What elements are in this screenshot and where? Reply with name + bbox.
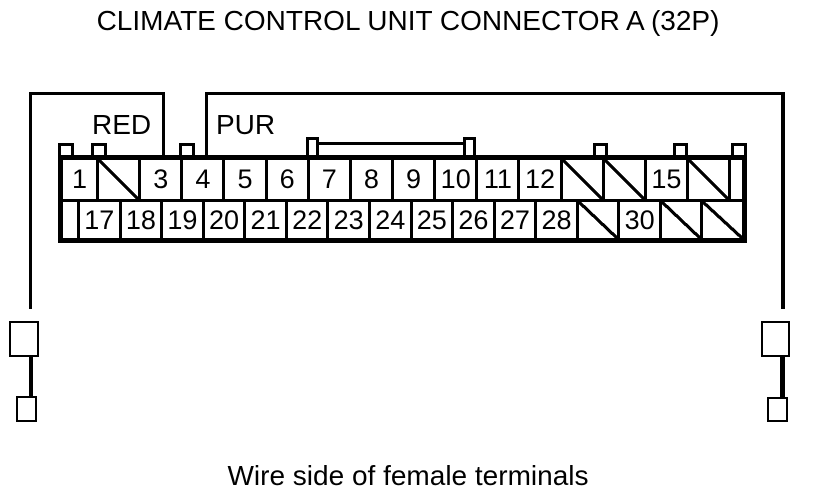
right-wire-connector-box (761, 321, 790, 357)
left-wire-connector-box (9, 321, 39, 357)
pin-cell-17: 17 (77, 202, 119, 238)
pin-cell-12: 12 (517, 160, 560, 199)
blocked-pin-cell (601, 160, 644, 199)
right-wire-end-terminal (767, 397, 788, 422)
pin-cell-8: 8 (348, 160, 391, 199)
connector-tab (91, 143, 107, 155)
pin-cell-15: 15 (643, 160, 686, 199)
left-wire-stub (29, 355, 33, 398)
pur-callout-drop-line (205, 92, 208, 158)
connector-latch-post-right (463, 137, 476, 155)
blocked-pin-cell (96, 160, 139, 199)
diagram-caption: Wire side of female terminals (227, 460, 589, 491)
pin-cell-22: 22 (284, 202, 327, 238)
pin-cell-19: 19 (160, 202, 202, 238)
connector-corner-tab-right (731, 143, 747, 155)
blocked-pin-cell (658, 202, 701, 238)
blank-cell (728, 160, 743, 199)
pin-cell-25: 25 (409, 202, 452, 238)
page-title: CLIMATE CONTROL UNIT CONNECTOR A (32P) (96, 5, 720, 36)
pur-callout-top-line (205, 92, 785, 95)
pin-cell-28: 28 (534, 202, 576, 238)
connector-tab (673, 143, 688, 155)
right-wire-stub (780, 355, 785, 399)
pin-cell-30: 30 (617, 202, 659, 238)
blocked-pin-cell (559, 160, 602, 199)
blank-cell (63, 202, 77, 238)
blocked-pin-cell (685, 160, 729, 199)
pur-wire-label: PUR (216, 109, 276, 140)
pin-cell-21: 21 (243, 202, 285, 238)
connector-corner-tab-left (58, 143, 74, 155)
connector-tab (179, 143, 195, 155)
pin-cell-5: 5 (222, 160, 265, 199)
pin-cell-20: 20 (201, 202, 244, 238)
left-wire-end-terminal (16, 396, 37, 422)
blocked-pin-cell (700, 202, 742, 238)
connector-latch-bar (314, 142, 471, 155)
red-wire-label: RED (92, 109, 152, 140)
pin-cell-11: 11 (475, 160, 518, 199)
pin-cell-27: 27 (492, 202, 535, 238)
right-wire-line (781, 92, 785, 309)
pin-cell-24: 24 (367, 202, 410, 238)
connector-tab (593, 143, 608, 155)
pin-cell-3: 3 (138, 160, 181, 199)
pin-cell-26: 26 (451, 202, 493, 238)
connector-latch-post-left (306, 137, 319, 155)
red-callout-drop-line (162, 92, 165, 158)
pin-cell-7: 7 (306, 160, 349, 199)
left-wire-line (29, 92, 32, 309)
pin-cell-10: 10 (433, 160, 476, 199)
pin-cell-6: 6 (264, 160, 307, 199)
pin-cell-4: 4 (180, 160, 223, 199)
red-callout-top-line (30, 92, 165, 95)
blocked-pin-cell (575, 202, 618, 238)
pin-cell-18: 18 (118, 202, 161, 238)
pin-cell-1: 1 (63, 160, 96, 199)
pin-cell-9: 9 (390, 160, 434, 199)
pin-cell-23: 23 (326, 202, 368, 238)
